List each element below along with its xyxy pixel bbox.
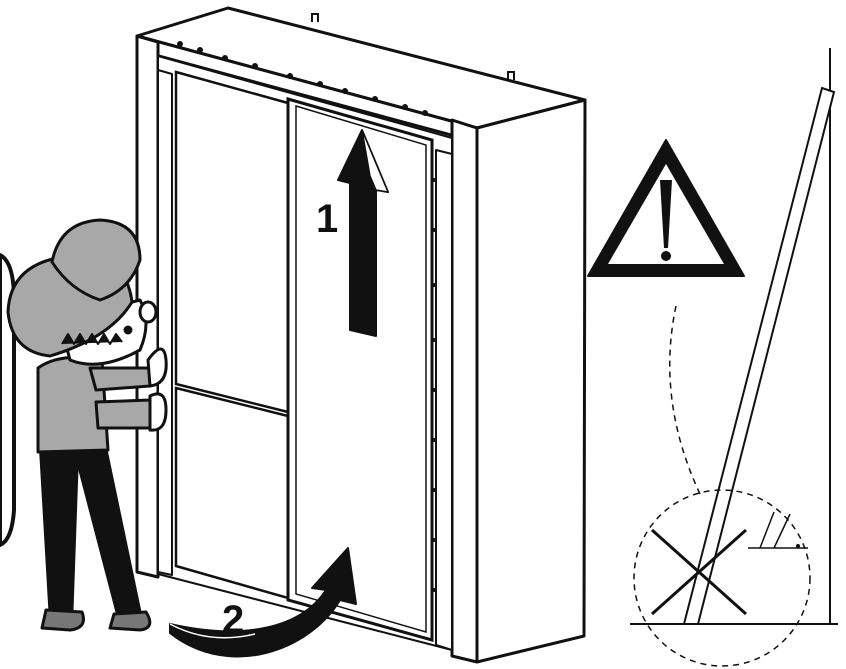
level-indicator-icon [748,512,808,548]
person-shoe-left [42,610,84,630]
person-leg-left [40,440,78,612]
person-hand-upper [148,349,166,386]
wardrobe-right-side [477,100,585,662]
warning-triangle-icon [588,140,744,276]
person-hand-lower [150,394,166,430]
wardrobe-inner-left-strip [158,70,172,575]
person-leg-right [72,440,140,616]
person-eye [125,327,131,333]
wardrobe-right-post [452,120,477,662]
step-2-number: 2 [222,598,244,642]
back-door-lower-panel [176,388,288,598]
back-door-upper-panel [176,72,288,412]
person-ear [140,302,156,322]
person-arm-upper [90,368,150,390]
leader-line [670,306,700,494]
person-shoe-right [110,612,150,630]
wardrobe-inner-right-strip [436,150,452,650]
person-arm-lower [96,400,152,428]
back-door [176,72,288,598]
leaning-door-edge [684,88,834,624]
step-1-number: 1 [316,197,338,241]
warning-detail [630,48,838,666]
